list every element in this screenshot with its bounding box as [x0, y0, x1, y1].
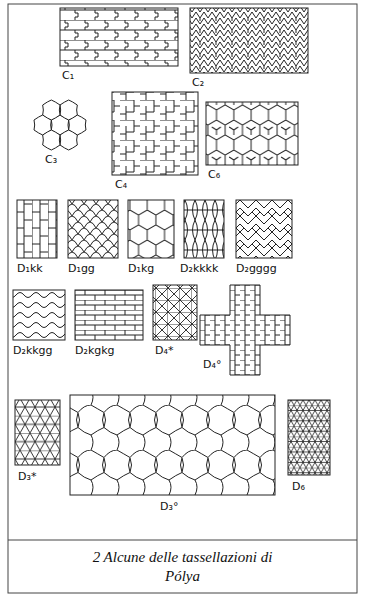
tiling-pattern: [200, 285, 290, 375]
tiling-label: D₁kg: [128, 262, 154, 275]
tiling-label: C₄: [115, 178, 127, 191]
tiling-label: D₄°: [203, 358, 221, 371]
tiling-pattern: [68, 200, 118, 258]
tiling-label: C₁: [62, 69, 74, 82]
tiling-pattern: [190, 8, 308, 73]
tiling-pattern: [128, 200, 174, 258]
tiling-label: D₆: [292, 480, 305, 493]
tiling-label: D₃°: [160, 500, 178, 513]
tiling-pattern: [70, 395, 275, 495]
tiling-label: C₂: [192, 76, 204, 89]
tiling-label: C₆: [208, 168, 220, 181]
tiling-label: D₂kkgg: [13, 344, 53, 357]
tiling-label: C₃: [45, 153, 57, 166]
tiling-pattern: [236, 200, 292, 258]
tiling-pattern: [15, 400, 60, 465]
tiling-label: D₁gg: [68, 262, 95, 275]
tiling-pattern: [112, 92, 198, 175]
tiling-label: D₃*: [18, 470, 36, 483]
tiling-label: D₂kkkk: [180, 262, 218, 275]
tiling-pattern: [13, 290, 65, 340]
tiling-pattern: [153, 285, 197, 340]
tiling-pattern: [34, 100, 86, 150]
tiling-label: D₄*: [155, 344, 173, 357]
tiling-pattern: [184, 200, 224, 258]
tiling-label: D₂gggg: [236, 262, 277, 275]
tiling-pattern: [60, 8, 178, 66]
tiling-label: D₁kk: [17, 262, 43, 275]
caption-rule: [8, 540, 357, 541]
tiling-pattern: [17, 200, 57, 258]
tiling-pattern: [288, 400, 330, 475]
tiling-pattern: [206, 102, 298, 165]
tiling-label: D₂kgkg: [75, 344, 115, 357]
figure-frame: [8, 4, 357, 593]
figure-caption: 2 Alcune delle tassellazioni di Pólya: [75, 548, 290, 586]
tiling-pattern: [75, 290, 143, 340]
